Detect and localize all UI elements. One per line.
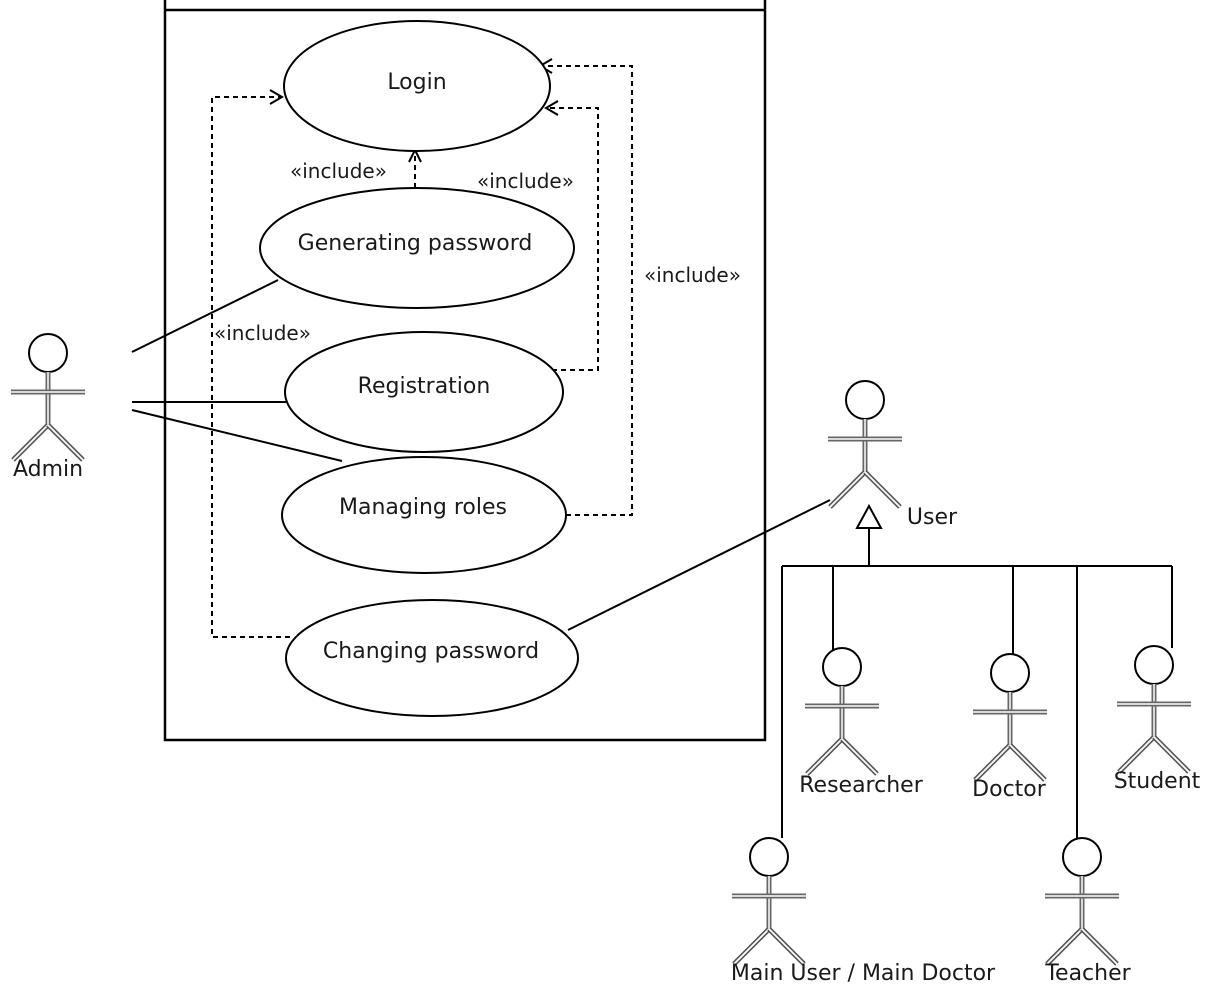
actor-doctor[interactable]: Doctor <box>972 654 1047 802</box>
include-roles-to-login <box>540 65 633 516</box>
system-boundary <box>163 0 767 742</box>
admin-actor-icon <box>11 334 85 460</box>
use-case-registration[interactable]: Registration <box>284 331 564 453</box>
include-label-2: «include» <box>477 169 574 193</box>
include-change-to-login <box>211 96 290 638</box>
actor-user[interactable]: User <box>828 381 958 530</box>
actor-admin[interactable]: Admin <box>11 334 85 482</box>
generating-password-label: Generating password <box>298 231 533 256</box>
user-actor-icon <box>828 381 902 507</box>
use-case-changing-password[interactable]: Changing password <box>285 599 579 717</box>
teacher-label: Teacher <box>1044 961 1131 986</box>
teacher-actor-icon <box>1045 838 1119 964</box>
actor-main-user[interactable]: Main User / Main Doctor <box>731 838 996 986</box>
login-label: Login <box>387 70 446 95</box>
admin-to-generating-password <box>131 279 279 353</box>
main-user-actor-icon <box>732 838 806 964</box>
admin-to-managing-roles <box>131 409 343 462</box>
user-to-changing-password <box>567 499 831 631</box>
admin-label: Admin <box>13 457 83 482</box>
include-label-1: «include» <box>290 159 387 183</box>
use-case-login[interactable]: Login <box>283 20 551 152</box>
registration-label: Registration <box>358 374 491 399</box>
doctor-label: Doctor <box>972 777 1047 802</box>
actor-student[interactable]: Student <box>1114 646 1201 794</box>
include-label-4: «include» <box>214 321 311 345</box>
include-reg-to-login <box>546 107 599 371</box>
actor-researcher[interactable]: Researcher <box>799 648 924 798</box>
include-label-3: «include» <box>644 263 741 287</box>
use-case-managing-roles[interactable]: Managing roles <box>281 456 567 574</box>
managing-roles-label: Managing roles <box>339 495 507 520</box>
actor-teacher[interactable]: Teacher <box>1044 838 1132 986</box>
main-user-label: Main User / Main Doctor <box>731 961 996 986</box>
doctor-actor-icon <box>973 654 1047 780</box>
student-actor-icon <box>1117 646 1191 772</box>
researcher-label: Researcher <box>799 773 923 798</box>
generalization-tree <box>781 503 1173 838</box>
changing-password-label: Changing password <box>323 639 539 664</box>
use-case-generating-password[interactable]: Generating password <box>259 187 575 309</box>
student-label: Student <box>1114 769 1201 794</box>
user-label: User <box>907 505 958 530</box>
researcher-actor-icon <box>805 648 879 774</box>
